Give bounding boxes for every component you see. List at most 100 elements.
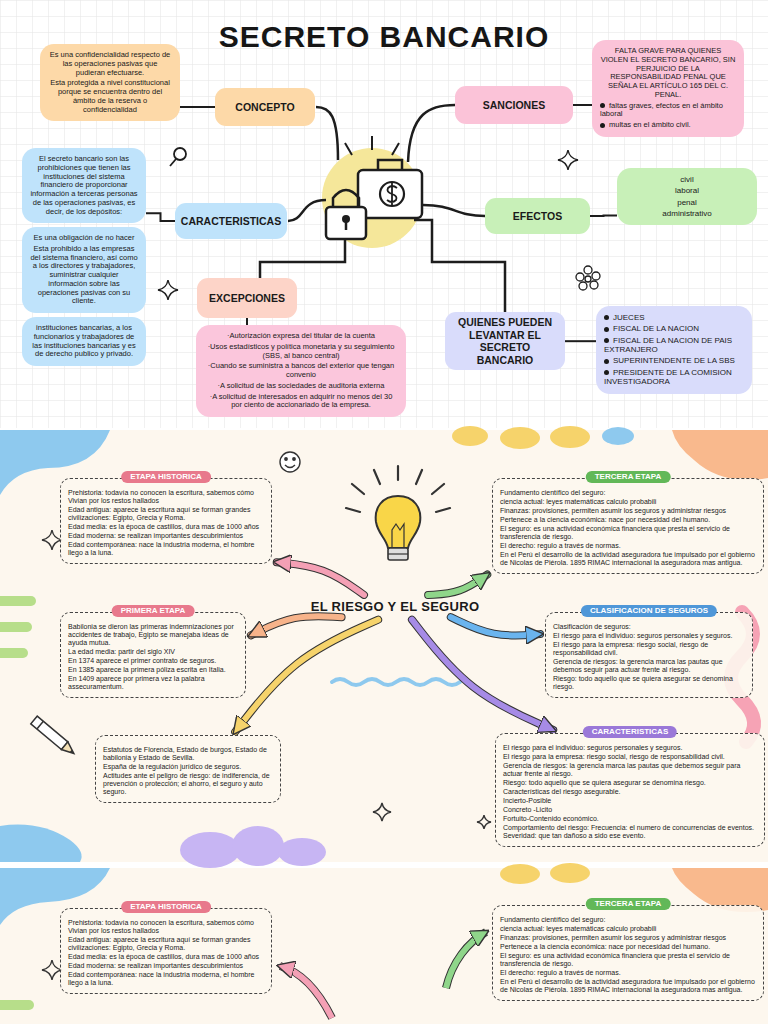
node-text: El seguro: es una actividad económica fi… [500, 525, 756, 541]
node-text: QUIENES PUEDEN LEVANTAR EL SECRETO BANCA… [451, 316, 559, 366]
branch-line [247, 318, 248, 325]
node-text: CONCEPTO [235, 101, 294, 114]
node-text: Edad contemporánea: nace la industria mo… [68, 541, 264, 557]
node-text: Babilonia se dieron las primeras indemni… [68, 623, 238, 647]
partial-arrows [280, 932, 486, 1018]
heading-label: CARACTERISTICAS [583, 726, 677, 738]
connector-path [246, 318, 248, 325]
topic-pill: SANCIONES [455, 86, 573, 124]
node-text: instituciones bancarias, a los funcionar… [30, 324, 138, 359]
node-text: Pertenece a la ciencia económica: nace p… [500, 943, 756, 951]
color-blobs [0, 426, 768, 1010]
node-text: Edad moderna: se realizan importantes de… [68, 532, 264, 540]
grid-ground [0, 0, 768, 428]
connector-outline [428, 575, 487, 595]
heading-label: ETAPA HISTORICA [121, 471, 211, 483]
heading-label: TERCERA ETAPA [586, 898, 671, 910]
node-text: faltas graves, efectos en el ámbito labo… [600, 102, 736, 120]
branch-wires [260, 105, 505, 312]
node-text: ·Cuando se suministra a bancos del exter… [204, 362, 398, 380]
topic-pill: EFECTOS [485, 198, 590, 234]
node-text: En 1385 aparece la primera póliza escrit… [68, 666, 238, 674]
node-text: Edad moderna: se realizan importantes de… [68, 962, 264, 970]
node-text: ·A solicitud de interesados en adquirir … [204, 393, 398, 411]
node-text: En 1374 aparece el primer contrato de se… [68, 657, 238, 665]
node-text: Concreto -Licito [503, 806, 757, 814]
curved-arrow [412, 620, 553, 730]
topic-pill: QUIENES PUEDEN LEVANTAR EL SECRETO BANCA… [445, 312, 565, 370]
connector-path [565, 340, 596, 342]
node-text: ·Autorización expresa del titular de la … [204, 332, 398, 341]
note-box: Es una confidencialidad respecto de las … [40, 44, 180, 121]
connector-path [235, 620, 378, 732]
node-text: Comportamiento del riesgo: Frecuencia: e… [503, 824, 757, 840]
node-text: Estatutos de Florencia, Estado de burgos… [103, 746, 273, 762]
branch-line [573, 105, 592, 106]
node-text: SANCIONES [483, 99, 545, 112]
topic-pill: CONCEPTO [215, 88, 315, 126]
node-text: El riesgo para el individuo: seguros per… [553, 632, 745, 640]
node-text: PRESIDENTE DE LA COMISION INVESTIGADORA [604, 368, 744, 387]
connector-outline [251, 616, 342, 635]
node-text: Fundamento científico del seguro: [500, 489, 756, 497]
node-text: Actitudes ante el peligro de riesgo: de … [103, 772, 273, 796]
flower-doodle [576, 266, 600, 290]
stage-box: PRIMERA ETAPABabilonia se dieron las pri… [60, 612, 246, 698]
node-text: El riesgo para la empresa: riesgo social… [553, 641, 745, 657]
node-text: EFECTOS [513, 210, 562, 223]
heading-label: TERCERA ETAPA [586, 471, 671, 483]
node-text: Finanzas: provisiones, permiten asumir l… [500, 507, 756, 515]
node-text: CARACTERISTICAS [181, 215, 281, 228]
node-text: España de la regulación jurídico de segu… [103, 763, 273, 771]
node-text: Riesgo: todo aquello que se quiera asegu… [553, 675, 745, 691]
node-text: ·Usos estadísticos y política monetaria … [204, 343, 398, 361]
node-text: En el Perú el desarrollo de la actividad… [500, 551, 756, 567]
node-text: Riesgo: todo aquello que se quiera asegu… [503, 779, 757, 787]
node-text: Edad media: es la época de castillos, du… [68, 953, 264, 961]
connector-path [412, 620, 553, 730]
stage-box: CLASIFICACION DE SEGUROSClasificación de… [545, 612, 753, 698]
branch-line [565, 341, 596, 342]
node-text: El riesgo para el individuo: seguros per… [503, 744, 757, 752]
note-box: FALTA GRAVE PARA QUIENES VIOLEN EL SECRE… [592, 40, 744, 137]
node-text: El derecho: regulo a través de normas. [500, 969, 756, 977]
cream-ground [0, 430, 768, 862]
curved-arrow [451, 617, 540, 635]
node-text: Gerencia de riesgos: la gerencia marca l… [553, 658, 745, 674]
node-text: Prehistoria: todavía no conocen la escri… [68, 489, 264, 505]
smiley-doodle [280, 452, 300, 472]
node-text: multas en el ámbito civil. [600, 121, 736, 130]
squiggle-doodle [332, 679, 460, 685]
node-text: FISCAL DE LA NACION [604, 324, 744, 333]
node-text: Es una confidencialidad respecto de las … [48, 51, 172, 77]
node-text: ciencia actual: leyes matemáticas calcul… [500, 925, 756, 933]
light-bulb [346, 466, 450, 560]
node-text: Prehistoria: todavía no conocen la escri… [68, 919, 264, 935]
node-text: civil [625, 175, 749, 184]
node-text: SUPERINTENDENTE DE LA SBS [604, 356, 744, 365]
grid-lines [0, 0, 768, 428]
stage-box: CARACTERISTICASEl riesgo para el individ… [495, 733, 765, 847]
node-text: Esta protegida a nivel constitucional po… [48, 79, 172, 114]
connector-path [180, 106, 215, 108]
curved-arrow [428, 575, 487, 595]
stage-box: ETAPA HISTORICAPrehistoria: todavía no c… [60, 478, 272, 564]
heading-label: PRIMERA ETAPA [112, 605, 195, 617]
connector-path [451, 617, 540, 635]
node-text: Es una obligación de no hacer [30, 234, 138, 243]
node-text: Incierto-Posible [503, 797, 757, 805]
note-box: El secreto bancario son las prohibicione… [22, 148, 146, 223]
node-text: Pertenece a la ciencia económica: nace p… [500, 516, 756, 524]
connector-outline [277, 562, 364, 595]
node-text: laboral [625, 186, 749, 195]
stage-box: TERCERA ETAPAFundamento científico del s… [492, 478, 764, 574]
heading-label: ETAPA HISTORICA [121, 901, 211, 913]
curved-arrow [251, 616, 342, 635]
branch-line [180, 107, 215, 108]
connector-path [590, 214, 617, 217]
note-box: Es una obligación de no hacerEsta prohib… [22, 227, 146, 313]
topic-pill: CARACTERISTICAS [175, 203, 287, 239]
node-text: EL RIESGO Y EL SEGURO [298, 599, 492, 614]
heading-label: CLASIFICACION DE SEGUROS [581, 605, 717, 617]
